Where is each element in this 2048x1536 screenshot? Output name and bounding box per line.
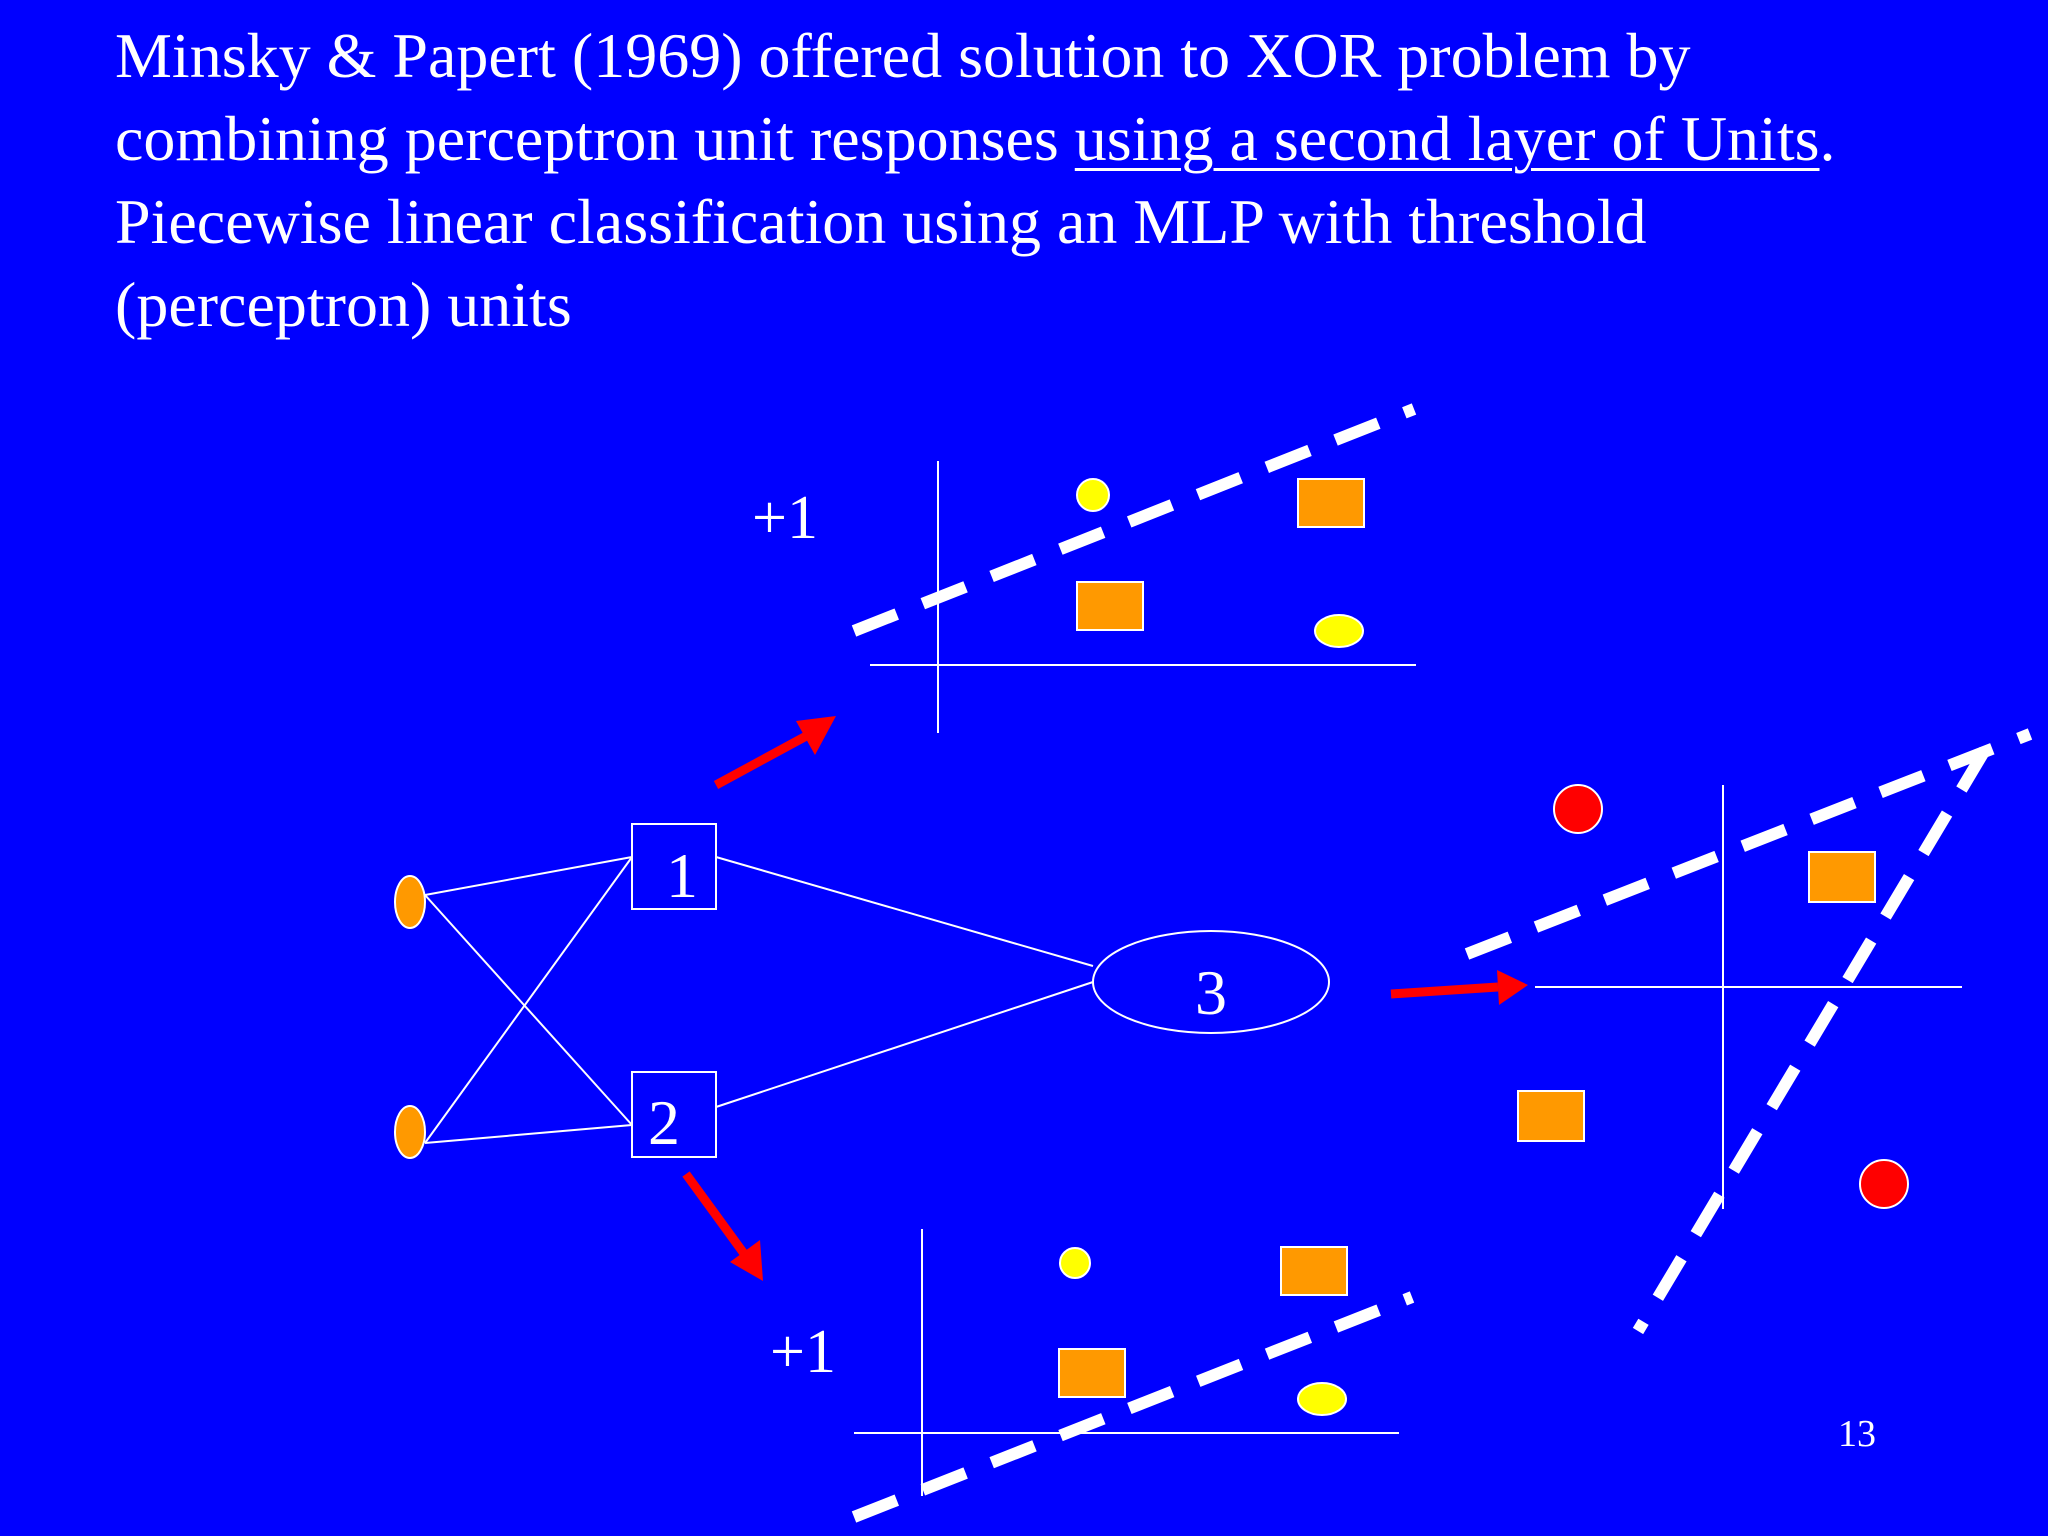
plot-output-point-red-circle bbox=[1859, 1159, 1909, 1209]
plot-top-bias-label: +1 bbox=[752, 484, 818, 552]
plot-output-point-red-circle bbox=[1553, 784, 1603, 834]
connection-unit1-unit3 bbox=[715, 856, 1094, 967]
plot-output bbox=[1464, 728, 2033, 1335]
plot-bottom-decision-boundary bbox=[851, 1291, 1415, 1523]
connection-input2-unit2 bbox=[424, 1124, 633, 1144]
unit-2-label: 2 bbox=[648, 1087, 680, 1158]
title-underlined-text: using a second layer of Units bbox=[1074, 103, 1820, 174]
unit-2: 2 bbox=[631, 1071, 717, 1158]
slide-title: Minsky & Papert (1969) offered solution … bbox=[115, 14, 1975, 346]
title-text-1: Minsky & Papert (1969) offered solution … bbox=[115, 20, 1691, 174]
plot-output-point-orange-square bbox=[1517, 1090, 1585, 1142]
arrow-unit2-to-bottom-plot bbox=[682, 1171, 763, 1281]
title-text-2: . Piecewise linear classification using … bbox=[115, 103, 1836, 340]
plot-top-point-small-yellow bbox=[1076, 478, 1110, 512]
unit-3-ellipse bbox=[1092, 930, 1330, 1034]
input-node-2 bbox=[394, 1105, 426, 1159]
plot-output-decision-boundary-1 bbox=[1464, 728, 2033, 960]
unit-3: 3 bbox=[1092, 930, 1330, 1034]
page-number: 13 bbox=[1838, 1413, 1876, 1455]
unit-2-box bbox=[631, 1071, 717, 1158]
plot-output-point-orange-square bbox=[1808, 851, 1876, 903]
plot-top-decision-boundary bbox=[851, 403, 1417, 637]
plot-bottom: +1 bbox=[770, 1229, 1415, 1523]
connection-input1-unit2 bbox=[424, 894, 633, 1126]
plot-bottom-point-orange-square bbox=[1058, 1348, 1126, 1398]
plot-bottom-point-small-yellow bbox=[1059, 1247, 1091, 1279]
unit-1-box bbox=[631, 823, 717, 910]
unit-1-label: 1 bbox=[666, 840, 698, 911]
unit-1: 1 bbox=[631, 823, 717, 911]
arrow-unit3-to-output-plot bbox=[1390, 970, 1528, 1005]
plot-top-point-orange-square bbox=[1076, 581, 1144, 631]
connection-input1-unit1 bbox=[424, 856, 633, 896]
input-node-1 bbox=[394, 875, 426, 929]
plot-output-decision-boundary-2 bbox=[1632, 746, 1991, 1335]
connection-input2-unit1 bbox=[424, 856, 633, 1144]
plot-top-point-small-yellow bbox=[1314, 614, 1364, 648]
plot-top: +1 bbox=[752, 403, 1417, 733]
connection-unit2-unit3 bbox=[715, 981, 1094, 1108]
arrows bbox=[682, 716, 1528, 1281]
plot-bottom-point-orange-square bbox=[1280, 1246, 1348, 1296]
arrow-unit1-to-top-plot bbox=[713, 716, 836, 789]
network-connections bbox=[424, 856, 1094, 1144]
unit-3-label: 3 bbox=[1195, 957, 1227, 1028]
plot-top-point-orange-square bbox=[1297, 478, 1365, 528]
plot-bottom-bias-label: +1 bbox=[770, 1318, 836, 1386]
plot-bottom-point-small-yellow bbox=[1297, 1382, 1347, 1416]
